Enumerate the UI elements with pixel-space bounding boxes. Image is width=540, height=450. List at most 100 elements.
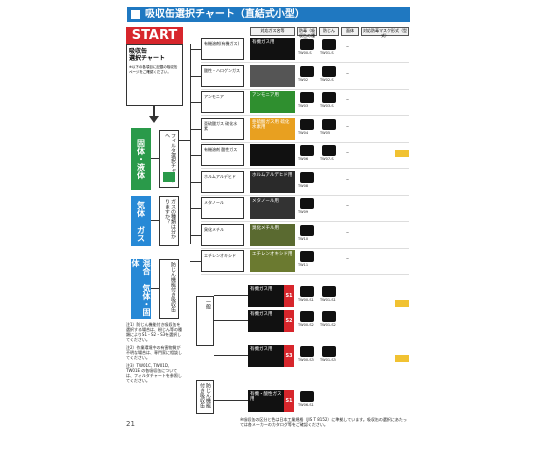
combo-tag: S2 [284,310,294,332]
connector [190,128,201,130]
row-separator [201,141,409,143]
product-code: TW00-S [298,51,312,55]
product-code: TW09 [298,210,309,214]
product-code: TW01-S1 [320,298,336,302]
start-box: 吸収缶 選択チャート ※以下の各項目に記載の吸収缶ページをご確認ください。 [126,44,183,106]
row-dash: – [346,255,349,262]
row-band: 亜硫酸ガス用 硫化水素用 [250,117,295,140]
row-category: 有機溶剤(有機ガス) [201,38,244,60]
row-separator [201,221,409,222]
row-separator [201,62,409,63]
col-header-mask-model: 対応防毒マスク形式（型式） [361,27,409,38]
branch-combo: 防じん機能付き吸収缶 [159,259,179,319]
connector [151,220,159,221]
canister-icon [300,145,314,156]
branch-gas-type: ガスの種類は分かりますか？ [159,196,179,246]
canister-icon [300,346,314,357]
product-code: TW03 [298,104,309,108]
category-gas: 気体 ガス [131,196,151,246]
row-dash: – [346,228,349,236]
canister-icon [300,92,314,103]
side-label-combo: 防じん機能付き吸収缶 [196,380,214,414]
canister-icon [322,39,336,50]
combo-band: 有機ガス用 [248,285,284,307]
row-category: メタノール [201,197,244,219]
canister-icon [322,311,336,322]
left-note-1: 注1）防じん機能付き吸収缶を選択する場合は、粉じん等の種類によりS1・S2・S3… [126,322,182,342]
row-band: エチレンオキシド用 [250,250,295,272]
product-code: TW01-S2 [320,323,336,327]
row-dash: – [346,149,349,156]
combo-tag: S1 [284,390,294,412]
category-mixed: 混合 気体・固体 [131,259,151,319]
row-category: アンモニア [201,91,244,113]
product-code: TW03-S [320,104,334,108]
row-separator [201,168,409,169]
row-category: エチレンオキシド [201,250,244,272]
start-arrowhead [149,116,159,123]
col-header-dust: 防じん [319,27,339,36]
connector [190,234,201,236]
product-code: TW00-S2 [298,323,314,327]
start-arrow [153,106,155,118]
start-box-title: 吸収缶 選択チャート [129,48,165,62]
row-separator [201,274,409,275]
row-separator [201,115,409,116]
yellow-marker [395,150,409,157]
filter-tag [163,172,175,182]
combo-band: 有機・酸性ガス用 [248,390,284,412]
row-category: 亜硫酸ガス 硫化水素 [201,117,244,140]
connector [190,208,201,209]
row-dash: – [346,175,349,183]
canister-icon [322,145,336,156]
category-solid-liquid: 固体・液体 [131,128,151,190]
canister-icon [300,39,314,50]
row-category: 酸性・ハロゲンガス [201,64,244,87]
col-header-substance: 対応ガス名等 [250,27,295,36]
canister-icon [300,311,314,322]
col-header-toxic: 防毒（吸収缶の種類） [297,27,317,43]
row-band: 臭化メチル用 [250,223,295,246]
connector [214,400,248,401]
canister-icon [322,65,336,77]
canister-icon [300,224,314,236]
product-code: TW10 [298,236,309,241]
connector [190,102,201,103]
product-code: TW06 [298,157,309,161]
side-label-general: 一般 [196,296,214,346]
header-square-icon [131,10,140,19]
left-notes: 注1）防じん機能付き吸収缶を選択する場合は、粉じん等の種類によりS1・S2・S3… [126,322,182,383]
product-code: TW02-S [320,77,334,82]
row-dash: – [346,122,349,130]
row-band [250,64,295,87]
row-band: アンモニア用 [250,91,295,113]
combo-tag: S3 [284,345,294,367]
canister-icon [300,251,314,262]
product-code: TW00-S3 [298,358,314,362]
page-title: 吸収缶選択チャート（直結式小型） [145,9,305,20]
connector [214,320,248,321]
yellow-marker [395,355,409,362]
connector [214,355,248,356]
product-code: TW11 [298,263,309,267]
row-dash: – [346,43,349,50]
canister-icon [300,171,314,183]
product-code: TW07-S [320,157,334,161]
product-code: TW05 [320,130,331,135]
left-note-2: 注2）作業環境中の有害物質が不明な場合は、専門家に相談してください。 [126,345,182,360]
connector [190,181,201,183]
trunk-line [190,44,191,244]
combo-tag: S1 [284,285,294,307]
page-header: 吸収缶選択チャート（直結式小型） [127,7,410,22]
canister-icon [300,118,314,130]
canister-icon [322,92,336,103]
product-code: TW00-S1 [298,298,314,302]
combo-band: 有機ガス用 [248,310,284,332]
row-band: メタノール用 [250,197,295,219]
row-category: ホルムアルデヒド [201,170,244,193]
canister-icon [300,198,314,209]
canister-icon [322,118,336,130]
left-note-3: 注3）TW01C, TW01D, TW01E の各吸収缶については、フィルタチャ… [126,363,182,383]
row-category: 臭化メチル [201,223,244,246]
footer-note: ※吸収缶の区分と色は日本工業規格（JIS T 8152）に準拠しています。吸収缶… [240,417,407,427]
